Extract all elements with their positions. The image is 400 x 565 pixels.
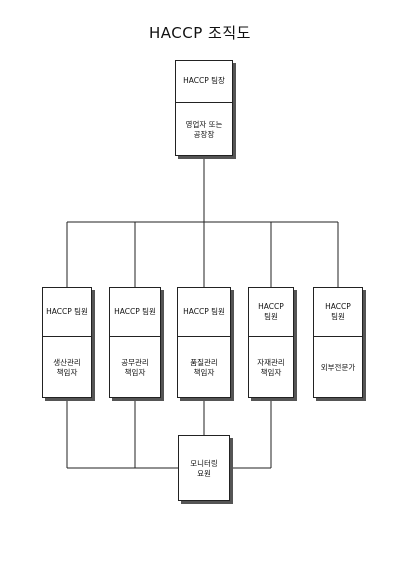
member-role-3: HACCP 팀원 <box>178 288 230 337</box>
monitor-box: 모니터링 요원 <box>178 435 230 501</box>
member-box-5: HACCP 팀원 외부전문가 <box>313 287 363 398</box>
member-role-5: HACCP 팀원 <box>314 288 362 337</box>
member-duty-3: 품질관리 책임자 <box>190 357 218 377</box>
member-duty-2: 공무관리 책임자 <box>121 357 149 377</box>
leader-role: HACCP 팀장 <box>176 61 232 103</box>
member-box-3: HACCP 팀원 품질관리 책임자 <box>177 287 231 398</box>
member-role-4: HACCP 팀원 <box>249 288 293 337</box>
member-duty-5: 외부전문가 <box>320 362 356 372</box>
member-box-1: HACCP 팀원 생산관리 책임자 <box>42 287 92 398</box>
member-role-1: HACCP 팀원 <box>43 288 91 337</box>
member-duty-4: 자재관리 책임자 <box>257 357 285 377</box>
monitor-label: 모니터링 요원 <box>190 458 218 478</box>
member-box-2: HACCP 팀원 공무관리 책임자 <box>109 287 161 398</box>
chart-title: HACCP 조직도 <box>149 24 251 42</box>
member-role-2: HACCP 팀원 <box>110 288 160 337</box>
leader-name: 영업자 또는 공장장 <box>185 119 223 139</box>
member-duty-1: 생산관리 책임자 <box>53 357 81 377</box>
leader-box: HACCP 팀장 영업자 또는 공장장 <box>175 60 233 156</box>
member-box-4: HACCP 팀원 자재관리 책임자 <box>248 287 294 398</box>
